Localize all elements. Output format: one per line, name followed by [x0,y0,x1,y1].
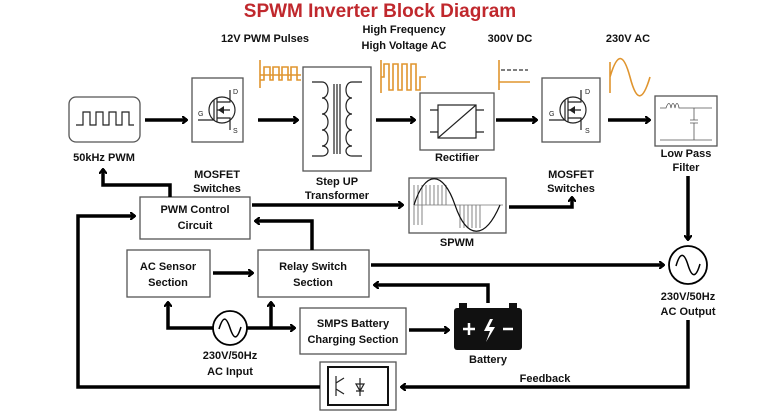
ac-sensor-label-line1: AC Sensor [140,261,197,273]
ac-output-source-icon [668,245,708,285]
arrow-pwm-control-to-pwm-generator [103,169,172,197]
ac-output-label-line1: 230V/50Hz [661,291,716,303]
arrow-ac-input-to-sensor [168,302,213,330]
mosfet-d-label: D [233,89,238,96]
label-230v-ac: 230V AC [606,33,650,45]
mosfet-s-label: S [233,128,238,135]
mosfet2-d-label: D [585,89,590,96]
battery-icon[interactable] [454,303,522,350]
label-12v-pwm-pulses: 12V PWM Pulses [221,33,309,45]
rectifier-block[interactable] [419,92,495,151]
spwm-label: SPWM [440,237,474,249]
diagram-title: SPWM Inverter Block Diagram [244,1,516,22]
ac-sensor-label-line2: Section [148,277,188,289]
mosfet2-label-line2: Switches [547,183,595,195]
step-up-transformer-block[interactable] [302,66,372,172]
label-high-voltage-ac: High Voltage AC [362,40,447,52]
hf-ac-waveform-icon [380,60,426,93]
ac-sensor-section-block[interactable]: AC Sensor Section [126,249,211,298]
battery-label: Battery [469,354,508,366]
pwm-control-label-line1: PWM Control [160,204,229,216]
smps-label-line2: Charging Section [307,334,398,346]
low-pass-filter-block[interactable] [654,95,718,147]
dc-waveform-icon [498,60,530,90]
arrow-spwm-to-mosfet2 [509,197,572,209]
transformer-label-line1: Step UP [316,176,358,188]
relay-label-line1: Relay Switch [279,261,347,273]
mosfet-switches-block-1[interactable]: D G S [191,77,244,143]
pwm-control-circuit-block[interactable]: PWM Control Circuit [139,196,251,240]
ac-output-label-line2: AC Output [661,306,716,318]
mosfet2-s-label: S [585,128,590,135]
smps-battery-charging-block[interactable]: SMPS Battery Charging Section [299,307,407,355]
relay-label-line2: Section [293,277,333,289]
pwm-control-label-line2: Circuit [178,220,213,232]
rectifier-label: Rectifier [435,152,480,164]
arrow-relay-to-pwm-control [255,221,314,250]
lpf-label-line2: Filter [673,162,701,174]
mosfet1-label-line2: Switches [193,183,241,195]
sine-waveform-icon [609,57,651,97]
mosfet2-label-line1: MOSFET [548,169,594,181]
mosfet-g-label: G [198,111,203,118]
mosfet1-label-line1: MOSFET [194,169,240,181]
mosfet-switches-block-2[interactable]: D G S [541,77,601,143]
lpf-label-line1: Low Pass [661,148,712,160]
label-300v-dc: 300V DC [488,33,533,45]
label-high-frequency: High Frequency [362,24,446,36]
pwm-generator-block[interactable] [68,96,141,143]
relay-switch-section-block[interactable]: Relay Switch Section [257,249,370,298]
spwm-waveform-block[interactable] [408,177,507,234]
smps-label-line1: SMPS Battery [317,318,390,330]
mosfet2-g-label: G [549,111,554,118]
arrow-ac-output-to-optocoupler [401,320,690,387]
pwm-generator-label: 50kHz PWM [73,152,135,164]
feedback-label: Feedback [520,373,572,385]
ac-input-source-icon [212,310,248,346]
transformer-label-line2: Transformer [305,190,370,202]
optocoupler-block[interactable] [319,361,397,411]
ac-input-label-line2: AC Input [207,366,253,378]
arrow-battery-to-relay [374,285,490,303]
ac-input-label-line1: 230V/50Hz [203,350,258,362]
arrow-optocoupler-to-pwm-control [76,216,320,389]
pwm-pulse-waveform-icon [259,60,301,88]
